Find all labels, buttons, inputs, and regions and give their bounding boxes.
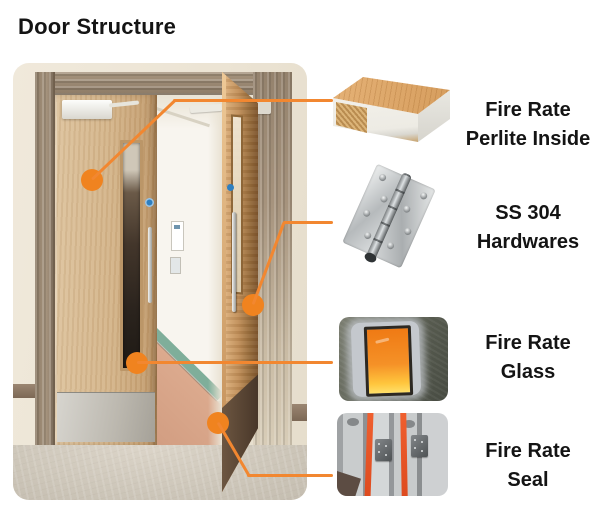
frame-molding [253,72,292,445]
corridor-side-wall [208,95,222,445]
floor [13,445,307,500]
feature-label-glass: Fire Rate Glass [448,329,600,387]
door-core-cutaway-thumbnail [323,70,453,148]
label-line: Fire Rate [485,99,571,121]
glass-highlight [375,337,390,344]
screw-dot [385,454,387,456]
floor-texture [13,445,307,500]
callout-line-perlite [173,99,333,102]
right-wall-skirting [292,404,307,421]
open-door-leaf [222,72,258,492]
page-title: Door Structure [18,14,177,39]
screw-dot [378,443,380,445]
pull-handle [232,212,236,312]
closed-door-leaf [55,95,157,445]
intumescent-seal-strip [364,413,374,496]
feature-label-seal: Fire Rate Seal [448,437,600,495]
frame-hole [403,420,415,428]
hinge-plate [375,439,392,461]
callout-line-seal [247,474,333,477]
stainless-hinge-thumbnail [341,163,437,269]
fire-seal-thumbnail [337,413,448,496]
shadow-corner [337,470,361,496]
left-wall-skirting [13,384,35,398]
pull-handle [148,227,152,303]
label-line: Fire Rate [485,440,571,462]
fire-test-glass-thumbnail [339,317,448,401]
feature-label-perlite: Fire Rate Perlite Inside [448,96,600,154]
mandatory-sign [227,184,234,191]
screw-dot [414,439,416,441]
feature-label-hardware: SS 304 Hardwares [448,199,600,257]
notice-board [171,221,184,251]
label-line: SS 304 [495,202,561,224]
screw-dot [385,445,387,447]
corridor-view [157,95,222,445]
callout-line-hardware [283,221,333,224]
door-frame-right-jamb [253,72,292,445]
door-closer [62,100,112,119]
frame-hole [347,418,359,426]
mandatory-sign [145,198,154,207]
vision-glass-panel [120,140,143,371]
fire-door-photo [13,63,307,500]
notice-paper [174,225,180,229]
screw-dot [421,450,423,452]
door-frame-left-jamb [35,72,55,445]
callout-line-glass [137,361,333,364]
screw-dot [414,447,416,449]
glowing-fire-glass [363,325,414,397]
label-line: Seal [507,469,549,491]
hinge-plate [411,435,428,457]
notice-board [170,257,181,274]
label-line: Glass [500,361,556,383]
label-line: Perlite Inside [465,128,591,150]
label-line: Hardwares [476,231,580,253]
screw-dot [421,441,423,443]
callout-dot-hardware [242,294,264,316]
frame-molding [35,72,55,445]
label-line: Fire Rate [485,332,571,354]
hinge [342,163,436,269]
door-leading-edge [222,72,226,492]
screw-dot [378,451,380,453]
stainless-kick-plate [57,392,155,442]
